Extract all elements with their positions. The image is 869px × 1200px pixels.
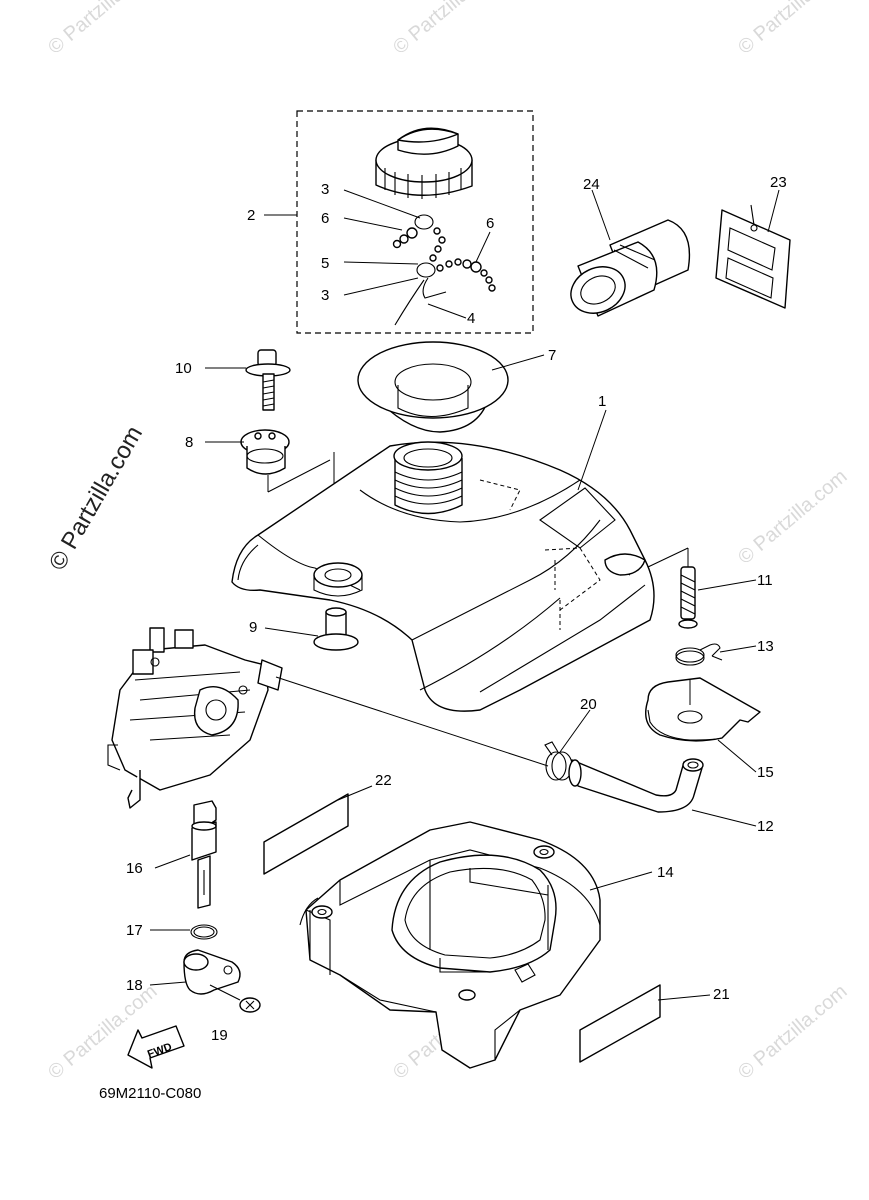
watermark: © Partzilla.com bbox=[389, 0, 506, 59]
callout-5: 5 bbox=[321, 255, 329, 272]
callout-23: 23 bbox=[770, 174, 787, 191]
hose-sleeve bbox=[570, 219, 691, 317]
callout-17: 17 bbox=[126, 922, 143, 939]
callout-6: 6 bbox=[486, 215, 494, 232]
callout-14: 14 bbox=[657, 864, 674, 881]
callout-3: 3 bbox=[321, 287, 329, 304]
callout-13: 13 bbox=[757, 638, 774, 655]
callout-8: 8 bbox=[185, 434, 193, 451]
watermark-large: © Partzilla.com bbox=[44, 421, 148, 575]
callout-12: 12 bbox=[757, 818, 774, 835]
mount-grommet bbox=[240, 429, 290, 475]
fuel-hose bbox=[568, 758, 704, 813]
callout-7: 7 bbox=[548, 347, 556, 364]
leader-lines bbox=[149, 189, 780, 1001]
callout-21: 21 bbox=[713, 986, 730, 1003]
filler-grommet bbox=[357, 341, 509, 433]
hose-clip-upper bbox=[675, 643, 723, 666]
callout-4: 4 bbox=[467, 310, 475, 327]
callout-16: 16 bbox=[126, 860, 143, 877]
callout-10: 10 bbox=[175, 360, 192, 377]
rod-joint bbox=[183, 949, 241, 995]
warning-label-22 bbox=[263, 793, 349, 875]
drawing-code: 69M2110-C080 bbox=[99, 1085, 201, 1102]
callout-15: 15 bbox=[757, 764, 774, 781]
callout-20: 20 bbox=[580, 696, 597, 713]
callouts: 1 2 3 3 4 5 6 6 7 8 9 10 11 12 13 14 15 … bbox=[126, 174, 787, 1044]
callout-1: 1 bbox=[598, 393, 606, 410]
callout-24: 24 bbox=[583, 176, 600, 193]
callout-6: 6 bbox=[321, 210, 329, 227]
callout-19: 19 bbox=[211, 1027, 228, 1044]
mounting-bolt bbox=[245, 349, 291, 411]
callout-18: 18 bbox=[126, 977, 143, 994]
carburetor bbox=[107, 627, 283, 809]
callout-9: 9 bbox=[249, 619, 257, 636]
watermark: © Partzilla.com bbox=[734, 980, 851, 1083]
cap-chain bbox=[392, 214, 496, 326]
callout-11: 11 bbox=[757, 572, 773, 589]
fuel-tank bbox=[231, 441, 655, 712]
watermark: © Partzilla.com bbox=[734, 0, 851, 59]
bottom-cowling bbox=[299, 821, 601, 1069]
watermark: © Partzilla.com bbox=[734, 465, 851, 568]
kit-boundary bbox=[296, 110, 534, 334]
set-screw bbox=[209, 984, 261, 1013]
fuel-filter bbox=[678, 566, 698, 629]
callout-3: 3 bbox=[321, 181, 329, 198]
tank-bracket bbox=[645, 677, 761, 742]
watermark: © Partzilla.com bbox=[44, 0, 161, 59]
hose-clip-lower bbox=[544, 741, 573, 781]
warning-label-21 bbox=[579, 984, 661, 1063]
forward-arrow-icon: FWD bbox=[127, 1025, 185, 1069]
tank-collar bbox=[313, 607, 359, 651]
choke-rod bbox=[191, 800, 217, 909]
fuel-cap bbox=[375, 127, 473, 199]
callout-22: 22 bbox=[375, 772, 392, 789]
callout-2: 2 bbox=[247, 207, 255, 224]
watermark: © Partzilla.com bbox=[44, 980, 161, 1083]
label-tag bbox=[715, 204, 791, 309]
o-ring bbox=[190, 924, 218, 940]
